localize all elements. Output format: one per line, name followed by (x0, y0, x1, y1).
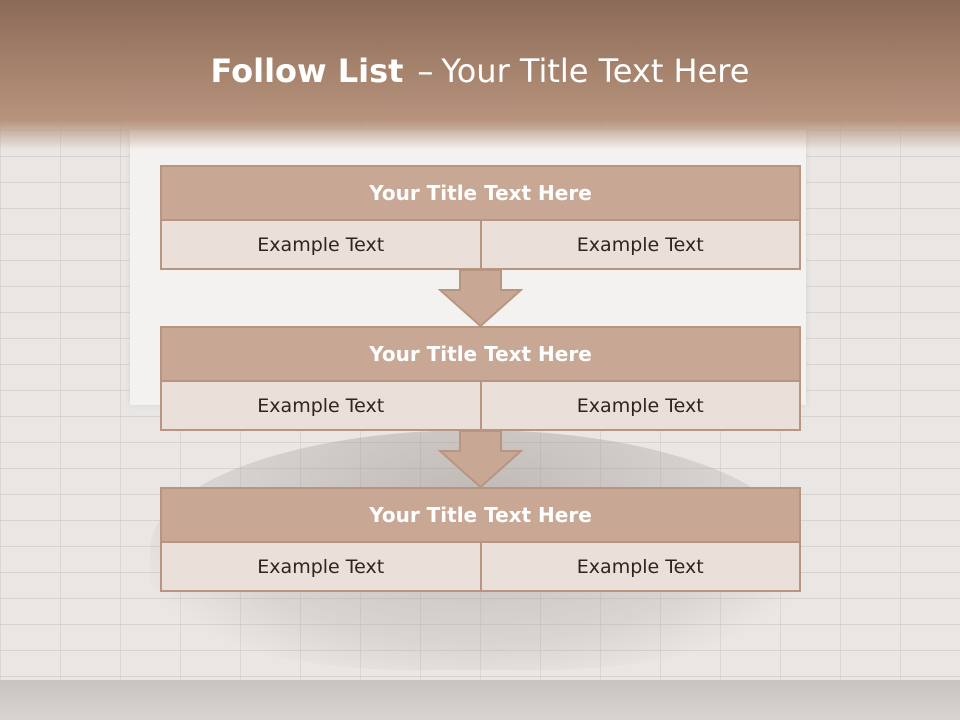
step-block-row: Example Text Example Text (160, 382, 801, 431)
slide-title-bold: Follow List (210, 52, 404, 90)
step-block-cell-right: Example Text (481, 543, 801, 592)
slide-title: Follow List–Your Title Text Here (0, 52, 960, 90)
step-block-cell-right: Example Text (481, 382, 801, 431)
step-block-title: Your Title Text Here (160, 165, 801, 221)
step-block-cell-left: Example Text (160, 221, 482, 270)
step-block-cell-right: Example Text (481, 221, 801, 270)
step-block-cell-left: Example Text (160, 382, 482, 431)
slide-title-rest: Your Title Text Here (441, 52, 750, 90)
step-block-1: Your Title Text Here Example Text Exampl… (160, 165, 801, 270)
slide-title-separator: – (417, 52, 434, 90)
title-band (0, 0, 960, 150)
step-block-3: Your Title Text Here Example Text Exampl… (160, 487, 801, 592)
down-arrow-icon (438, 431, 523, 489)
step-block-row: Example Text Example Text (160, 221, 801, 270)
step-block-row: Example Text Example Text (160, 543, 801, 592)
background-floor (0, 680, 960, 720)
down-arrow-icon (438, 270, 523, 328)
step-block-cell-left: Example Text (160, 543, 482, 592)
step-block-title: Your Title Text Here (160, 487, 801, 543)
step-block-2: Your Title Text Here Example Text Exampl… (160, 326, 801, 431)
step-block-title: Your Title Text Here (160, 326, 801, 382)
